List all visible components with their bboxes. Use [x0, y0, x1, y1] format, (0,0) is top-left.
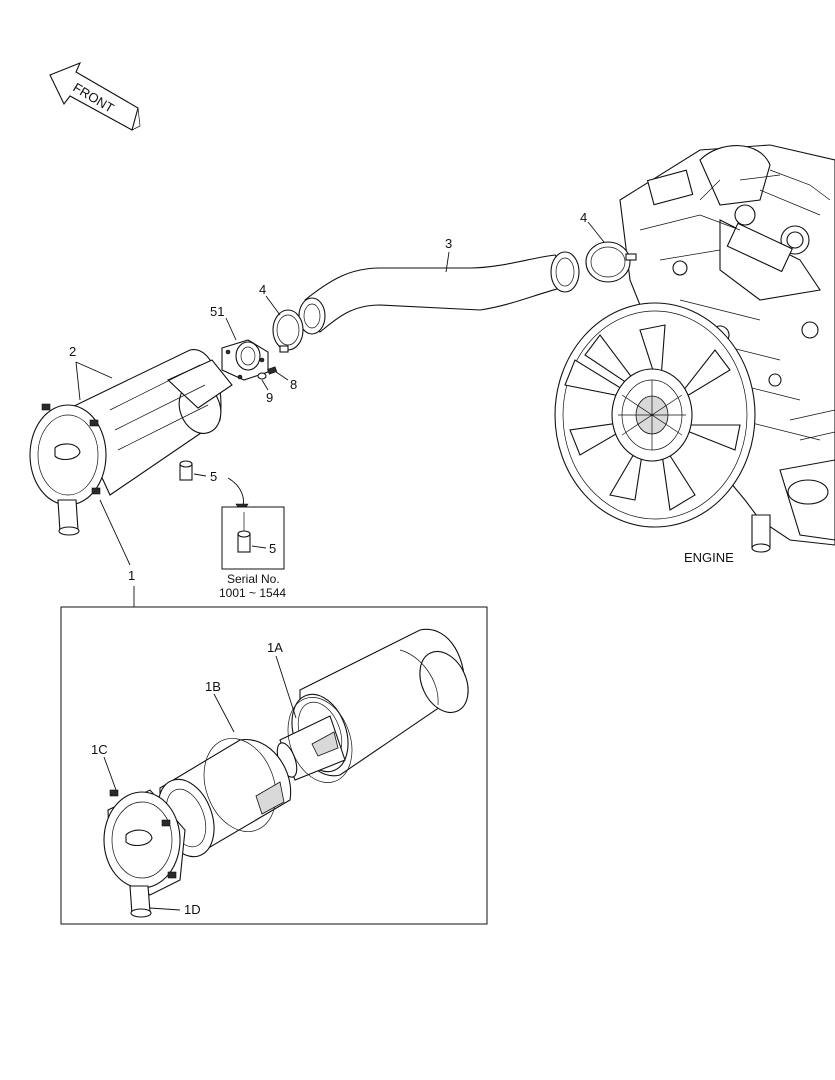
callout-5-main: 5: [210, 469, 217, 484]
callout-1D: 1D: [184, 902, 201, 917]
callout-4-left: 4: [259, 282, 266, 297]
clamp-ring-right: [585, 241, 637, 283]
callout-1A: 1A: [267, 640, 283, 655]
restriction-sensor: [179, 460, 193, 481]
engine-label: ENGINE: [684, 550, 734, 565]
callout-1B: 1B: [205, 679, 221, 694]
callout-8: 8: [290, 377, 297, 392]
washer-9: [257, 372, 267, 380]
callout-1: 1: [128, 568, 135, 583]
outlet-adapter: [221, 339, 269, 381]
serial-inset-box: 5: [221, 506, 285, 570]
drain-valve-1D: [129, 885, 152, 918]
callout-4-right: 4: [580, 210, 587, 225]
outer-housing-1A: [276, 628, 469, 783]
exploded-view-box: [60, 606, 488, 925]
serial-note-line1: Serial No.: [227, 572, 280, 586]
callout-2: 2: [69, 344, 76, 359]
bolt-8: [267, 366, 278, 375]
serial-note-line2: 1001 ~ 1544: [219, 586, 286, 600]
front-arrow-icon: FRONT: [49, 61, 141, 131]
callout-1C: 1C: [91, 742, 108, 757]
intake-hose: [298, 251, 580, 335]
callout-9: 9: [266, 390, 273, 405]
air-cleaner-assembly: [29, 349, 233, 536]
cover-cap-1C: [103, 789, 186, 896]
clamp-ring-left: [272, 309, 304, 353]
callout-3: 3: [445, 236, 452, 251]
callout-51: 51: [210, 304, 224, 319]
engine-illustration: ENGINE: [554, 144, 835, 565]
callout-5-inset: 5: [269, 541, 276, 556]
